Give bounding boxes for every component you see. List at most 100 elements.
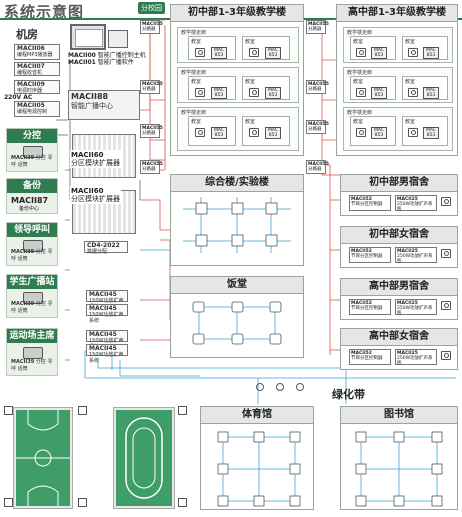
building-title: 高中部女宿舍 xyxy=(341,329,457,346)
panel-title: 学生广播站 xyxy=(7,275,57,289)
amp1-desc: 分区模块扩展器 xyxy=(71,159,120,167)
gym-wiring xyxy=(217,431,301,507)
building-title: 初中部女宿舍 xyxy=(341,227,457,244)
device-desc: 编程MP3播放器 xyxy=(17,52,53,58)
classroom-unit: MAC 853 xyxy=(423,87,439,99)
leader-call-panel: 领导呼叫 MACII39 分控 寻呼 话筒 xyxy=(6,222,58,266)
pa2-model: MACII45 xyxy=(89,305,117,312)
classroom: 教室 MAC 853 xyxy=(350,116,396,146)
classroom: 教室 MAC 853 xyxy=(402,36,448,60)
device-desc: 编程电源控制 xyxy=(17,109,48,115)
building-title: 饭堂 xyxy=(171,277,303,294)
amp-rack-2-caption: MACII60 分区模块扩展器 xyxy=(70,186,121,204)
speaker-icon xyxy=(356,128,366,137)
speaker-icon xyxy=(249,128,259,137)
speaker-icon xyxy=(195,128,205,137)
speaker-icon xyxy=(441,197,451,206)
panel-title: 备份 xyxy=(7,179,57,193)
speaker-icon xyxy=(249,48,259,57)
panel-title: 分控 xyxy=(7,129,57,143)
gym-building: 体育馆 xyxy=(200,406,314,510)
computer-speaker-icon xyxy=(108,30,128,48)
classroom: 教室 MAC 853 xyxy=(350,76,396,100)
device-desc: 电源时序器 xyxy=(17,88,43,94)
center-model: MACII88 xyxy=(71,92,109,101)
backup-panel: 备份 MACII87 备份中心 xyxy=(6,178,58,214)
classroom-unit: MAC 853 xyxy=(265,87,281,99)
panel-title: 运动场主席台 xyxy=(7,329,57,355)
microphone-icon xyxy=(23,347,43,359)
classroom-unit: MAC 853 xyxy=(265,127,281,139)
classroom-unit: MAC 853 xyxy=(423,47,439,59)
amp1-model: MACII60 xyxy=(71,151,104,159)
computer-monitor xyxy=(70,24,106,50)
classroom: 教室 MAC 853 xyxy=(242,76,290,100)
screen-icon xyxy=(75,29,103,47)
microphone-icon xyxy=(23,240,43,252)
pa1-model: MACII45 xyxy=(89,331,117,338)
speaker-icon xyxy=(408,128,418,137)
building-title: 高中部1-3年级教学楼 xyxy=(337,5,457,22)
power-label: 220V AC xyxy=(4,94,33,101)
cd-distributor-device: CD4-2022 数据分配 xyxy=(84,241,128,255)
classroom-unit: MAC 853 xyxy=(211,47,227,59)
backup-model: MACII87 xyxy=(11,196,49,205)
building-title: 初中部男宿舍 xyxy=(341,175,457,192)
classroom: 教室 MAC 853 xyxy=(242,36,290,60)
senior-teaching-building: 高中部1-3年级教学楼 教学楼走廊 教室 MAC 853 教室 MAC 853 … xyxy=(336,4,458,156)
device-desc: 编程收音机 xyxy=(17,70,43,76)
classroom: 教室 MAC 853 xyxy=(242,116,290,146)
radio-tuner-device: MACII07 编程收音机 xyxy=(14,62,60,76)
machine-room-label: 机房 xyxy=(16,28,38,41)
computer-model: MACII00 xyxy=(68,52,96,59)
campus-tag: 分校园 xyxy=(138,2,165,14)
speaker-icon xyxy=(441,301,451,310)
power-sequencer-device: MACII09 电源时序器 xyxy=(14,80,60,94)
classroom: 教室 MAC 853 xyxy=(188,76,236,100)
garden-speaker-icon xyxy=(256,383,264,391)
running-track xyxy=(113,407,175,509)
amp2-model: MACII60 xyxy=(71,187,104,195)
power-amp-4-device: MACII45 150W功放扩声系统 xyxy=(86,344,128,364)
building-title: 体育馆 xyxy=(201,407,313,424)
sub-control-panel: 分控 MACII39 分控 寻呼 话筒 xyxy=(6,128,58,172)
floor-panel: 教学楼走廊 教室 MAC 853 教室 MAC 853 xyxy=(343,27,453,63)
student-station-panel: 学生广播站 MACII39 分控 寻呼 话筒 xyxy=(6,274,58,318)
building-title: 综合楼/实验楼 xyxy=(171,175,303,192)
floor-panel: 教学楼走廊 教室 MAC 853 教室 MAC 853 xyxy=(343,67,453,103)
software-desc: 智能广播软件 xyxy=(97,59,134,66)
power-control-device: MACII05 编程电源控制 xyxy=(14,101,60,117)
green-belt-label: 绿化带 xyxy=(332,388,365,401)
classroom-unit: MAC 853 xyxy=(371,47,387,59)
device-model: MACII06 xyxy=(17,45,45,52)
panel-caption: MACII39 分控 寻呼 话筒 xyxy=(11,359,53,372)
basketball-court-lines xyxy=(16,410,70,506)
classroom-unit: MAC 853 xyxy=(265,47,281,59)
software-model: MACII01 xyxy=(68,59,96,66)
broadcast-center-device: MACII88 智能广播中心 xyxy=(68,90,140,120)
floor-panel: 教学楼走廊 教室 MAC 853 教室 MAC 853 xyxy=(177,107,299,151)
basketball-court xyxy=(13,407,73,509)
garden-speaker-icon xyxy=(276,383,284,391)
power-amp-3-device: MACII45 150W功放扩声系统 xyxy=(86,330,128,350)
pa2-desc: 150W功放扩声系统 xyxy=(89,352,124,364)
garden-speaker-icon xyxy=(296,383,304,391)
speaker-icon xyxy=(441,249,451,258)
classroom: 教室 MAC 853 xyxy=(188,116,236,146)
floor-panel: 教学楼走廊 教室 MAC 853 教室 MAC 853 xyxy=(177,27,299,63)
classroom-unit: MAC 853 xyxy=(211,127,227,139)
